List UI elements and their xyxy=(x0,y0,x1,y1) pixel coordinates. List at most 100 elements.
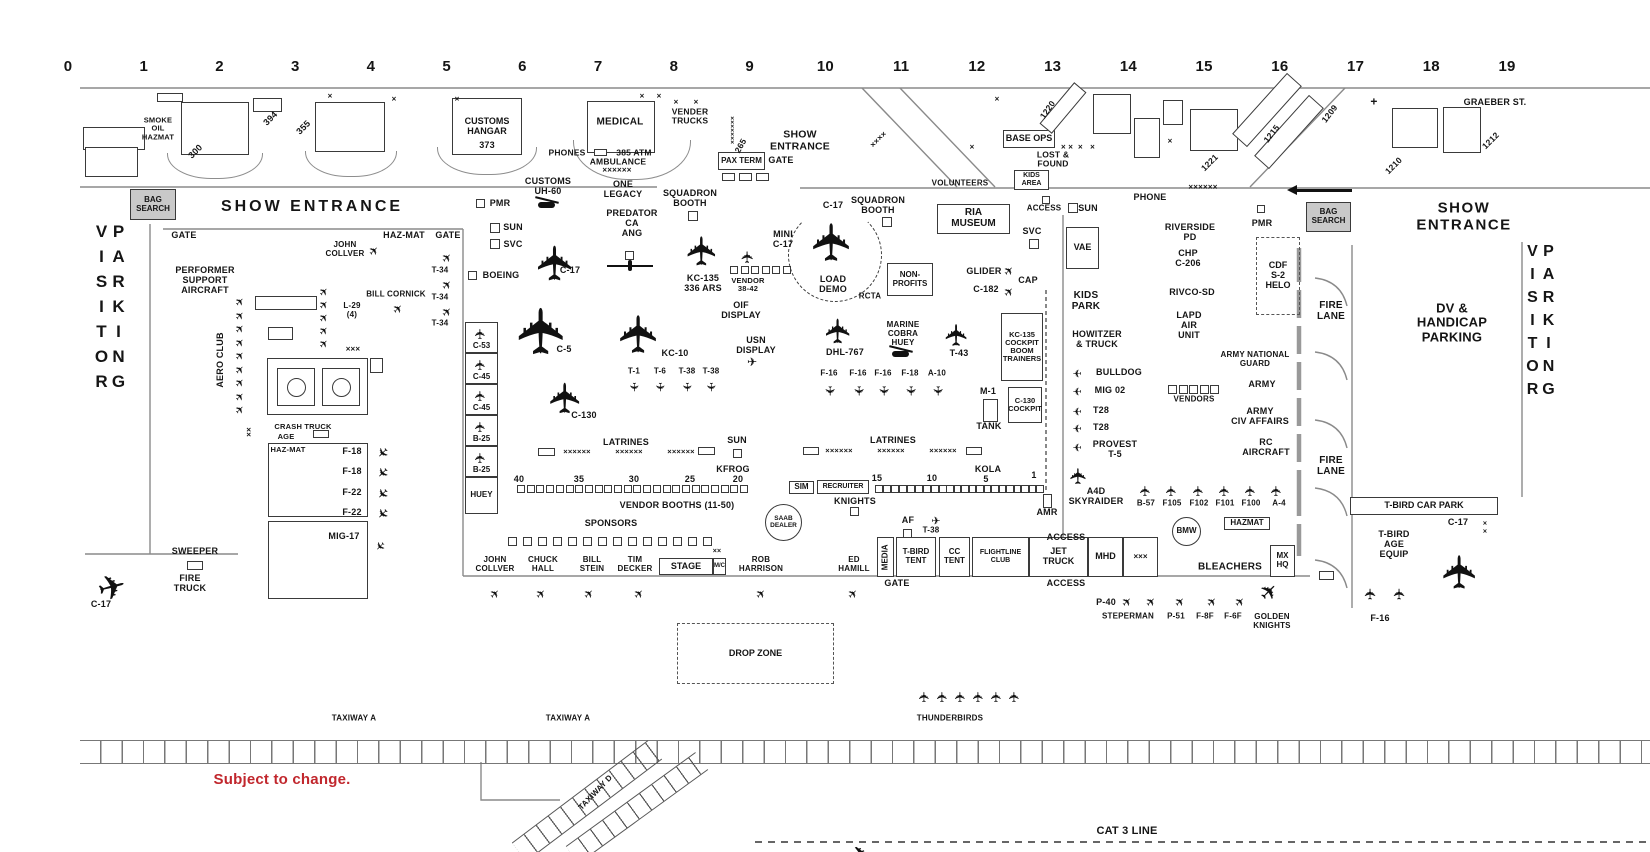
saab-dealer: SAAB DEALER xyxy=(765,504,802,541)
label-p-40: P-40 xyxy=(1096,597,1116,608)
map-box xyxy=(722,173,735,181)
label-rob-harrison: ROB HARRISON xyxy=(738,555,784,573)
grid-number: 6 xyxy=(518,57,527,75)
label-t-6: T-6 xyxy=(653,366,667,376)
sponsor-booths-marker xyxy=(553,537,562,546)
label-kids-park: KIDS PARK xyxy=(1071,290,1101,312)
label-rcta: RCTA xyxy=(858,291,882,301)
graeber-st-label: GRAEBER ST. xyxy=(1463,97,1527,108)
label-crash-truck: CRASH TRUCK xyxy=(274,421,332,431)
vendor-booths-11-15-marker xyxy=(915,485,923,493)
vendor-booths-16-40-marker xyxy=(643,485,652,493)
media-tent-label: MEDIA xyxy=(880,544,890,570)
display-pad-1 xyxy=(268,443,368,517)
label-f100: F100 xyxy=(1241,498,1261,508)
label-lapd-air-unit: LAPD AIR UNIT xyxy=(1176,310,1202,340)
b25-stall-label: B-25 xyxy=(472,434,491,444)
label-squadron-booth: SQUADRON BOOTH xyxy=(662,188,718,208)
label-t28: T28 xyxy=(1092,422,1110,433)
label-taxiway-a: TAXIWAY A xyxy=(545,713,591,723)
huey-stall-label: HUEY xyxy=(470,490,493,500)
label-: ×××××× xyxy=(615,446,643,456)
label-bill-stein: BILL STEIN xyxy=(579,555,605,573)
stage: STAGE xyxy=(659,558,713,575)
a4d-skyraider-icon: ✈ xyxy=(1067,466,1092,486)
stage-label: STAGE xyxy=(670,560,702,571)
sponsor-booths-marker xyxy=(688,537,697,546)
grid-number: 8 xyxy=(669,57,679,75)
vendor-booths-16-40-marker xyxy=(614,485,622,493)
label-40: 40 xyxy=(513,474,525,485)
latrine xyxy=(803,447,819,455)
label-ambulance: AMBULANCE xyxy=(589,156,647,167)
map-box xyxy=(157,93,183,102)
kc135-cockpit-boom-trainers: KC-135 COCKPIT BOOM TRAINERS xyxy=(1001,313,1043,381)
label-knights: KNIGHTS xyxy=(834,496,876,507)
map-box xyxy=(268,327,293,340)
boeing-marker xyxy=(468,271,477,280)
svc-marker-east xyxy=(1029,239,1039,249)
c53-stall: C-53 xyxy=(465,322,498,353)
label-rivco-sd: RIVCO-SD xyxy=(1169,287,1215,298)
mc-booth-label: M/C xyxy=(714,563,725,570)
vendor-booths-11-15-marker xyxy=(891,485,899,493)
map-circle xyxy=(287,378,306,397)
kc10-icon: ✈ xyxy=(610,312,670,356)
cc-tent: CC TENT xyxy=(939,537,970,577)
taxiway-a-band xyxy=(80,740,1650,764)
recruiter-booth-label: RECRUITER xyxy=(822,483,864,491)
label-c-5: C-5 xyxy=(556,344,572,355)
label-f-6f: F-6F xyxy=(1224,611,1242,621)
label-t-38: T-38 xyxy=(922,525,940,535)
label-t-bird-age-equip: T-BIRD AGE EQUIP xyxy=(1378,529,1410,559)
aircraft-icon: ✈ xyxy=(473,421,489,433)
bag-search-west-label: BAG SEARCH xyxy=(136,194,170,213)
label-bill-cornick: BILL CORNICK xyxy=(366,289,426,299)
label-f-22: F-22 xyxy=(342,487,362,498)
label-svc: SVC xyxy=(503,239,523,250)
label-steperman: STEPERMAN xyxy=(1101,611,1155,621)
aircraft-icon: ✈ xyxy=(1164,485,1180,497)
label-vendors: VENDORS xyxy=(1173,394,1215,404)
vendor-booths-16-40-marker xyxy=(681,485,690,493)
vendor-booths-1-10-marker xyxy=(1006,485,1014,493)
label-bulldog: BULLDOG xyxy=(1096,367,1142,378)
sun-marker-east xyxy=(1068,203,1078,213)
label-fire-lane: FIRE LANE xyxy=(1316,300,1346,322)
label-mini-c-17: MINI C-17 xyxy=(772,229,794,249)
vendor-booths-16-40-marker xyxy=(711,485,719,493)
cat-3-line-label: CAT 3 LINE xyxy=(1096,824,1158,837)
vendor-booths-16-40-marker xyxy=(672,485,681,493)
sponsor-booths-marker xyxy=(613,537,622,546)
vendor-booths-16-40-marker xyxy=(526,485,535,493)
label-: ×××××× xyxy=(563,446,591,456)
base-ops-label: BASE OPS xyxy=(1005,133,1053,144)
hazmat-east-label: HAZMAT xyxy=(1230,518,1264,528)
label-: ×××××× xyxy=(825,445,853,455)
building-300 xyxy=(181,102,249,155)
vendor-booths-16-40-marker xyxy=(623,485,632,493)
m1-tank xyxy=(983,399,998,422)
vendor-booths-1-10-marker xyxy=(1021,485,1029,493)
cobra-huey-helicopter-icon xyxy=(889,345,915,359)
label-predator-ca-ang: PREDATOR CA ANG xyxy=(606,208,658,238)
label-mig-17: MIG-17 xyxy=(328,531,360,542)
label-pmr: PMR xyxy=(489,198,511,209)
label-c-17: C-17 xyxy=(559,265,581,276)
vendor-booths-11-15-marker xyxy=(899,485,907,493)
vendor-booths-16-40-marker xyxy=(633,485,642,493)
label-35: 35 xyxy=(573,474,585,485)
sweeper-truck xyxy=(187,561,203,570)
label-sun: SUN xyxy=(1078,203,1098,214)
vendors-east-marker xyxy=(1199,385,1209,394)
c53-stall-label: C-53 xyxy=(472,341,491,351)
vae-booth: VAE xyxy=(1066,227,1099,269)
label-385-atm: 385 ATM xyxy=(616,147,652,158)
label-t-38: T-38 xyxy=(702,366,720,376)
ria-museum-label: RIA MUSEUM xyxy=(951,207,996,229)
label-: × xyxy=(1167,136,1173,146)
entrance-direction-arrow xyxy=(1287,185,1353,199)
aircraft-icon: ✈ xyxy=(473,328,489,340)
vendor-booths-11-15-marker xyxy=(875,485,883,493)
label-f-22: F-22 xyxy=(342,507,362,518)
